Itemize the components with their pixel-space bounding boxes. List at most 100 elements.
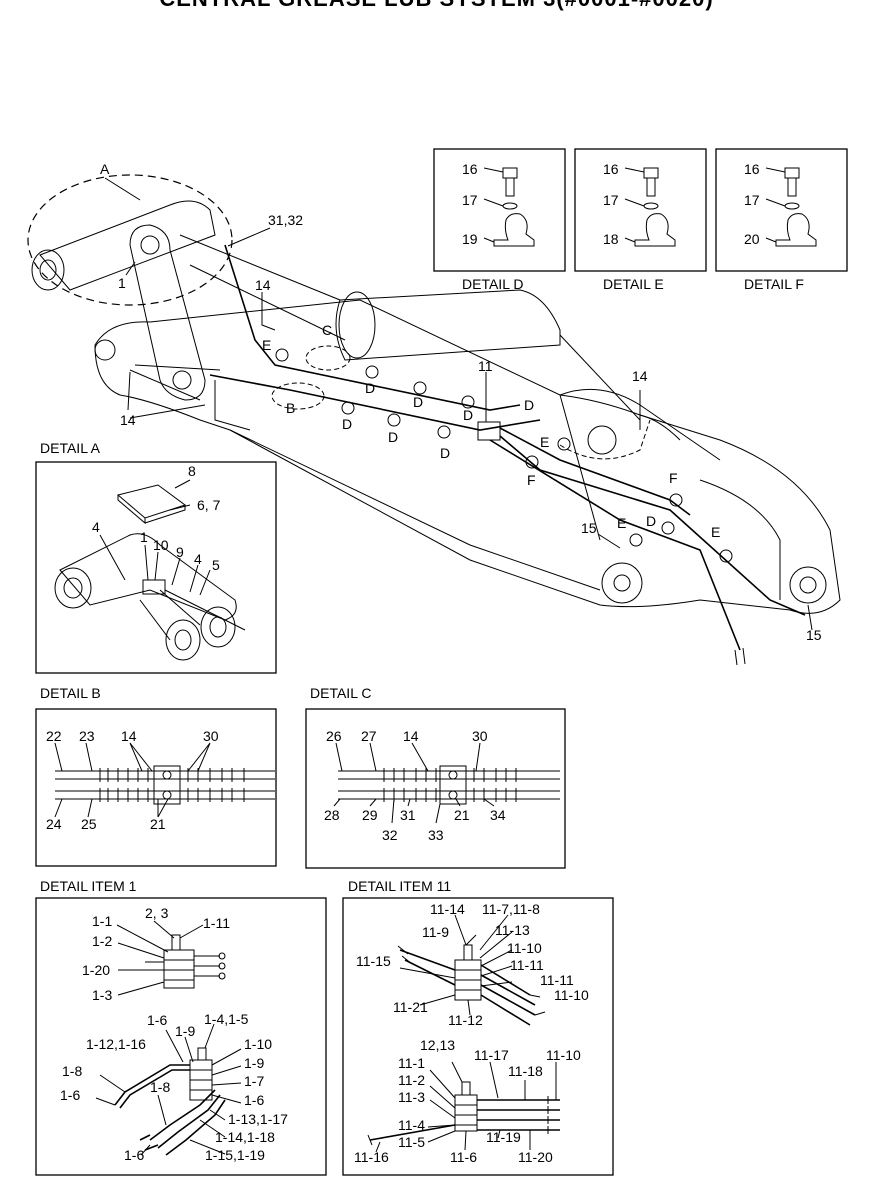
item-11-label: 11-5 xyxy=(398,1134,425,1150)
item-1-label: 1-8 xyxy=(150,1079,170,1095)
detail-c-item: 34 xyxy=(490,807,506,823)
detail-a-item: 6, 7 xyxy=(197,497,221,513)
detail-a-item: 5 xyxy=(212,557,220,573)
detail-b-item: 14 xyxy=(121,728,137,744)
boom-assembly xyxy=(27,174,841,666)
label-15: 15 xyxy=(806,627,822,643)
detail-a-caption: DETAIL A xyxy=(40,440,101,456)
item-1-label: 1-3 xyxy=(92,987,112,1003)
label-E: E xyxy=(711,524,720,540)
detail-c-item: 29 xyxy=(362,807,378,823)
detail-c-box: DETAIL C 26 27 14 30 28 29 31 32 33 21 3… xyxy=(305,685,566,869)
detail-a-item: 8 xyxy=(188,463,196,479)
item-11-label: 11-20 xyxy=(518,1149,553,1165)
detail-d-item: 19 xyxy=(462,231,478,247)
detail-b-item: 30 xyxy=(203,728,219,744)
item-11-label: 11-6 xyxy=(450,1149,477,1165)
detail-c-item: 33 xyxy=(428,827,444,843)
detail-c-item: 21 xyxy=(454,807,470,823)
detail-c-item: 14 xyxy=(403,728,419,744)
item-1-label: 1-15,1-19 xyxy=(205,1147,265,1163)
item-1-label: 1-1 xyxy=(92,913,112,929)
item-1-label: 1-6 xyxy=(244,1092,264,1108)
detail-c-caption: DETAIL C xyxy=(310,685,371,701)
item-11-label: 11-12 xyxy=(448,1012,483,1028)
label-15: 15 xyxy=(581,520,597,536)
item-11-label: 12,13 xyxy=(420,1037,455,1053)
detail-f-caption: DETAIL F xyxy=(744,276,804,292)
item-11-label: 11-21 xyxy=(393,999,428,1015)
item-1-label: 1-2 xyxy=(92,933,112,949)
label-D: D xyxy=(388,429,398,445)
label-D: D xyxy=(413,394,423,410)
detail-f-item: 20 xyxy=(744,231,760,247)
detail-b-caption: DETAIL B xyxy=(40,685,101,701)
item-1-label: 1-14,1-18 xyxy=(215,1129,275,1145)
item-1-label: 1-6 xyxy=(60,1087,80,1103)
item-11-label: 11-11 xyxy=(540,972,574,988)
item-11-label: 11-3 xyxy=(398,1089,425,1105)
item-11-label: 11-17 xyxy=(474,1047,509,1063)
label-B: B xyxy=(286,400,295,416)
main-labels: A 1 31,32 14 C E 11 14 D D D D B 14 D D … xyxy=(100,161,822,643)
item-11-label: 11-1 xyxy=(398,1055,425,1071)
item-1-label: 1-6 xyxy=(147,1012,167,1028)
item-11-label: 11-10 xyxy=(546,1047,581,1063)
detail-b-item: 25 xyxy=(81,816,97,832)
item-11-label: 11-9 xyxy=(422,924,449,940)
detail-item-11-box: DETAIL ITEM 11 11-14 11-7,11-8 11-9 11-1… xyxy=(342,878,614,1176)
detail-b-box: DETAIL B 22 23 14 30 24 25 21 xyxy=(35,685,277,867)
item-1-label: 1-9 xyxy=(244,1055,264,1071)
detail-item-1-box: DETAIL ITEM 1 1-1 2, 3 1-11 1-2 1-20 1-3… xyxy=(35,878,327,1176)
detail-b-item: 21 xyxy=(150,816,166,832)
item-11-label: 11-10 xyxy=(554,987,589,1003)
detail-b-item: 24 xyxy=(46,816,62,832)
item-11-label: 11-11 xyxy=(510,957,544,973)
detail-a-item: 1 xyxy=(140,529,148,545)
label-14: 14 xyxy=(632,368,648,384)
detail-a-item: 4 xyxy=(194,551,202,567)
detail-c-item: 31 xyxy=(400,807,416,823)
label-11: 11 xyxy=(478,358,493,374)
label-A: A xyxy=(100,161,110,177)
label-C: C xyxy=(322,322,332,338)
item-11-label: 11-14 xyxy=(430,901,465,917)
detail-a-box: DETAIL A 8 6, 7 4 1 10 9 4 5 xyxy=(35,440,277,674)
label-D: D xyxy=(440,445,450,461)
detail-c-item: 30 xyxy=(472,728,488,744)
detail-item-11-caption: DETAIL ITEM 11 xyxy=(348,878,451,894)
detail-d-box: 16 17 19 DETAIL D xyxy=(433,148,566,292)
detail-d-item: 16 xyxy=(462,161,478,177)
label-D: D xyxy=(646,513,656,529)
label-31-32: 31,32 xyxy=(268,212,303,228)
label-1: 1 xyxy=(118,275,126,291)
label-14: 14 xyxy=(120,412,136,428)
detail-a-item: 10 xyxy=(153,537,169,553)
item-11-label: 11-13 xyxy=(495,922,530,938)
detail-e-item: 16 xyxy=(603,161,619,177)
label-D: D xyxy=(524,397,534,413)
detail-d-item: 17 xyxy=(462,192,478,208)
detail-d-caption: DETAIL D xyxy=(462,276,523,292)
item-1-label: 1-7 xyxy=(244,1073,264,1089)
detail-e-box: 16 17 18 DETAIL E xyxy=(574,148,707,292)
label-E: E xyxy=(540,434,549,450)
item-1-label: 1-6 xyxy=(124,1147,144,1163)
label-D: D xyxy=(365,380,375,396)
item-11-label: 11-2 xyxy=(398,1072,425,1088)
label-14: 14 xyxy=(255,277,271,293)
item-11-label: 11-16 xyxy=(354,1149,389,1165)
item-11-label: 11-7,11-8 xyxy=(482,901,540,917)
detail-e-caption: DETAIL E xyxy=(603,276,664,292)
label-E: E xyxy=(617,515,626,531)
item-1-label: 1-9 xyxy=(175,1023,195,1039)
label-D: D xyxy=(342,416,352,432)
item-11-label: 11-18 xyxy=(508,1063,543,1079)
detail-c-item: 28 xyxy=(324,807,340,823)
detail-f-item: 17 xyxy=(744,192,760,208)
label-F: F xyxy=(669,470,678,486)
item-1-label: 1-4,1-5 xyxy=(204,1011,249,1027)
label-E: E xyxy=(262,337,271,353)
label-D: D xyxy=(463,407,473,423)
